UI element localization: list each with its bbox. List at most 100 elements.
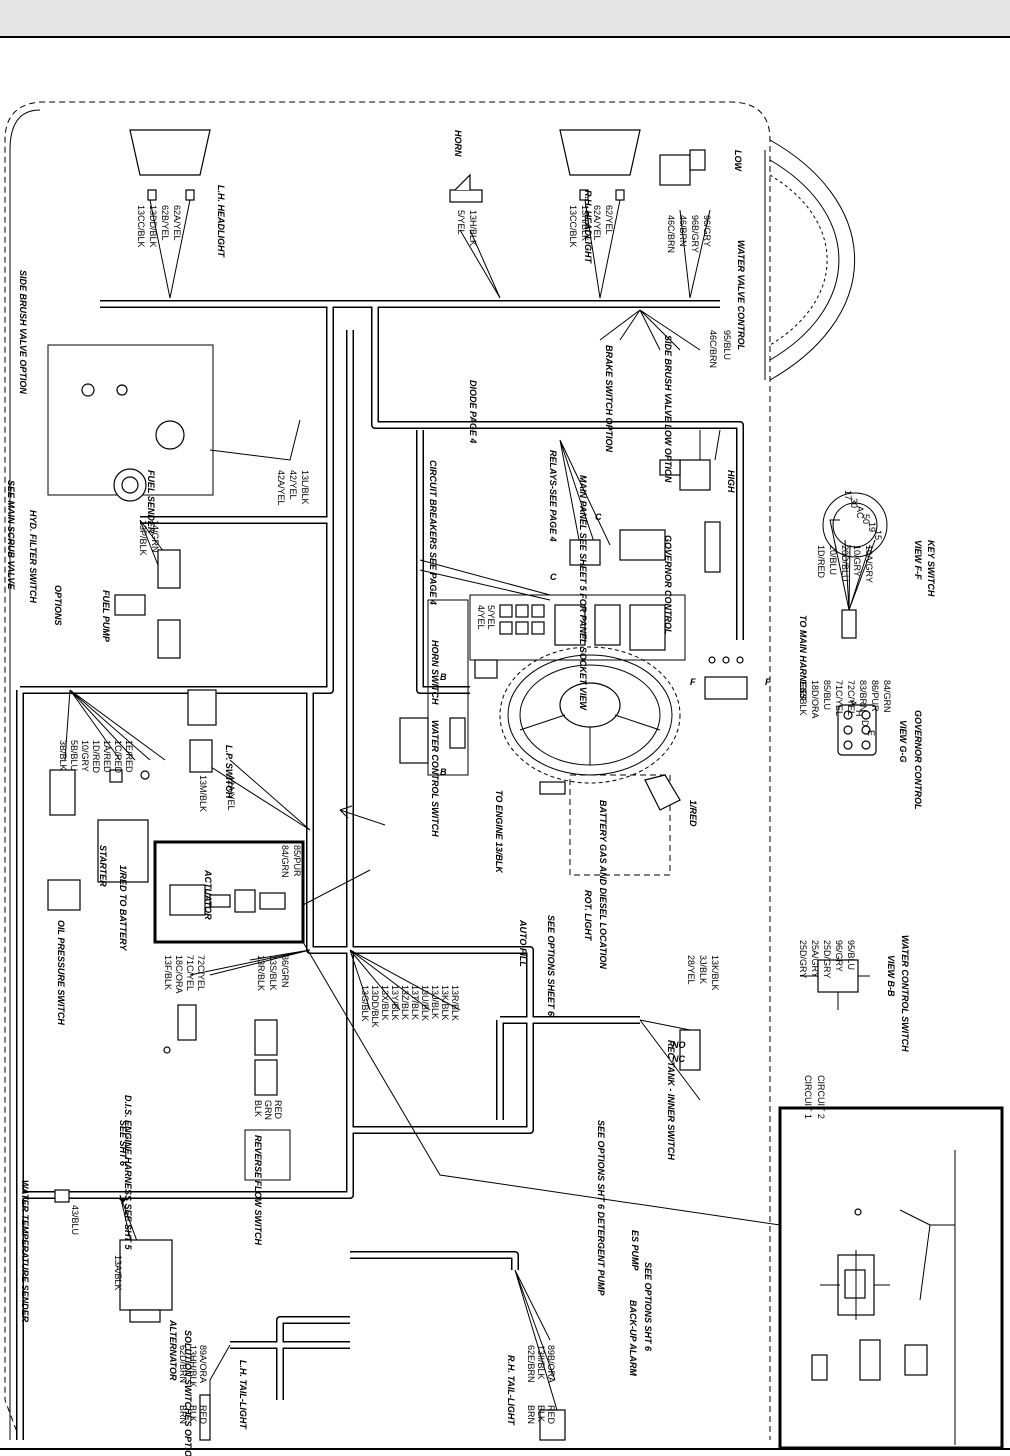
label-horn-switch: HORN SWITCH [430, 640, 440, 705]
wire-label-key-switch: 20D/BLU [840, 545, 850, 582]
wire-label-rh-headlight: 62A/YEL [592, 205, 602, 241]
label-fuel-pump: FUEL PUMP [101, 590, 111, 643]
wire-label-governor-pins: E [866, 730, 876, 736]
wire-label-rh-tail-light-pins: BRN [526, 1405, 536, 1424]
wire-label-lh-tail-light: 62D/BRN [178, 1345, 188, 1383]
wire-label-hyd-filter: 3B/BLK [58, 740, 68, 771]
rh-tail-light-component [539, 1409, 566, 1441]
wire-label-key-switch-pins: 30 [849, 498, 859, 508]
wire-label-alternator: 13A/BLK [113, 1255, 123, 1291]
wire-label-horn-switch: 4/YEL [476, 605, 486, 630]
label-horn: HORN [453, 130, 463, 157]
wire-label-water-temp: 43/BLU [70, 1205, 80, 1235]
wire-label-horn: 13H/BLK [468, 210, 478, 246]
low-valve [659, 149, 706, 186]
label-starter: STARTER [98, 845, 108, 887]
wire-label-center-bundle: 13R/BLK [450, 985, 460, 1021]
wire-label-actuator: 84/GRN [280, 845, 290, 878]
wire-label-center-bundle: 13Y/BLK [390, 985, 400, 1021]
label-water-control-switch: WATER CONTROL SWITCH [430, 720, 440, 837]
label-hyd-filter-switch: HYD. FILTER SWITCH [28, 510, 38, 603]
water-temp-sender-component [54, 1189, 70, 1203]
wire-label-water-control: 25D/GRY [822, 940, 832, 978]
label-circuit-breakers: CIRCUIT BREAKERS SEE PAGE 4 [428, 460, 438, 605]
wire-label-reverse-flow-pins: RED [273, 1100, 283, 1120]
wire-label-rh-tail-light: 62E/BRN [526, 1345, 536, 1383]
wire-label-center-bundle: 13K/BLK [440, 985, 450, 1021]
label-water-valve-control: WATER VALVE CONTROL [736, 240, 746, 350]
label-rh-headlight: R.H. HEADLIGHT [583, 190, 593, 265]
wire-label-rh-headlight: 13CC/BLK [568, 205, 578, 248]
battery-area [539, 774, 681, 876]
label-auto-fill: AUTO FILL [518, 919, 528, 967]
label-es-pump: ES PUMP [630, 1230, 640, 1272]
view-bb-diagram [800, 959, 870, 1010]
wire-label-lh-tail-light: 13HH/BLK [188, 1345, 198, 1388]
wire-label-governor-pins: H [854, 710, 864, 717]
fuel-pump-component [114, 549, 181, 659]
label-fuel-sender: FUEL SENDER [146, 470, 156, 534]
marker-f-left: F [690, 677, 696, 687]
wire-label-lh-tail-light-pins: RED [198, 1405, 208, 1425]
machine-outline-inner [9, 109, 766, 1440]
label-solution-switches: SOLUTION SWITCHES OPTION SEE PAGE 6 [183, 1330, 193, 1456]
oil-pressure-switch-component [47, 879, 81, 911]
wire-label-governor: 83/BRN [858, 680, 868, 712]
wire-label-key-switch: 1D/RED [816, 545, 826, 579]
wire-label-lp-switch: 13M/BLK [198, 775, 208, 812]
wire-label-governor-pins: D [860, 720, 870, 727]
label-battery-location: BATTERY GAS AND DIESEL LOCATION [598, 800, 608, 969]
label-water-temp-sender: WATER TEMPERATURE SENDER [20, 1180, 30, 1323]
wire-label-lh-headlight: 62B/YEL [160, 205, 170, 241]
wire-label-lh-headlight: 13CC/BLK [136, 205, 146, 248]
wire-label-governor: 18D/ORA [810, 680, 820, 719]
wire-label-rh-headlight: 13H/BLK [580, 205, 590, 241]
alternator-component [119, 1239, 173, 1323]
panel-socket [569, 521, 721, 573]
label-diode-page: DIODE PAGE 4 [468, 380, 478, 443]
label-dis-engine-harness: D.I.S. ENGINE HARNESS SEE SHT 5 [123, 1095, 133, 1251]
wire-label-key-switch: 10A/GRY [864, 545, 874, 583]
hyd-filter-connector [49, 769, 150, 816]
horn-switch-component [474, 659, 498, 679]
actuator-highlight-box [153, 840, 305, 944]
wire-label-center-bundle: 13J/BLK [430, 985, 440, 1019]
wire-label-reverse-flow: 36/GRN [280, 955, 290, 988]
label-to-engine: TO ENGINE 13/BLK [494, 790, 504, 874]
label-oil-pressure-switch: OIL PRESSURE SWITCH [56, 920, 66, 1025]
wire-label-key-switch-pins: 19 [867, 522, 877, 532]
wire-label-lp-switch: 42A/YEL [226, 775, 236, 811]
label-relays: RELAYS-SEE PAGE 4 [548, 450, 558, 542]
callout-line-short [302, 869, 371, 906]
wire-label-key-switch: 20/BLU [828, 545, 838, 575]
wire-label-center-bundle: 13U/BLK [420, 985, 430, 1021]
wire-label-hyd-filter: 1D/RED [91, 740, 101, 774]
wire-label-governor: 72C/YEL [846, 680, 856, 716]
lh-headlight [129, 129, 211, 201]
wire-label-rec-tank: 13K/BLK [710, 955, 720, 991]
reverse-flow-connector [244, 1019, 291, 1181]
wire-label-water-valve: 96/GRY [702, 215, 712, 247]
wire-label-engine-harness: 72C/YEL [196, 955, 206, 991]
wire-label-governor: 85/BLU [822, 680, 832, 710]
label-view-ff: VIEW F-F [913, 540, 923, 580]
label-brake-switch-option: BRAKE SWITCH OPTION [604, 345, 614, 452]
brush-housing [769, 139, 856, 381]
wire-label-reverse-flow: 13R/BLK [256, 955, 266, 991]
wire-label-governor-pins: A [848, 700, 858, 706]
wire-label-fuel-pump: 13P/BLK [138, 520, 148, 556]
wire-label-horn: 5/YEL [456, 210, 466, 235]
wire-label-key-switch-pins: 17 [843, 490, 853, 500]
label-see-sht6: SEE SHT 6 [118, 1120, 128, 1167]
marker-b-top: B [440, 672, 447, 682]
rh-headlight [559, 129, 641, 201]
high-valve [659, 459, 711, 491]
wire-label-center-bundle: 13DD/BLK [370, 985, 380, 1028]
lp-switch-component [187, 689, 217, 773]
label-main-panel: MAIN PANEL SEE SHEET 5 FOR PANEL SOCKET … [578, 475, 588, 711]
wire-label-hyd-filter: 1E/RED [124, 740, 134, 773]
wire-label-water-control: 95/BLU [846, 940, 856, 970]
label-red-1: 1/RED [688, 800, 698, 827]
label-circuit-1: CIRCUIT 1 [803, 1075, 813, 1119]
